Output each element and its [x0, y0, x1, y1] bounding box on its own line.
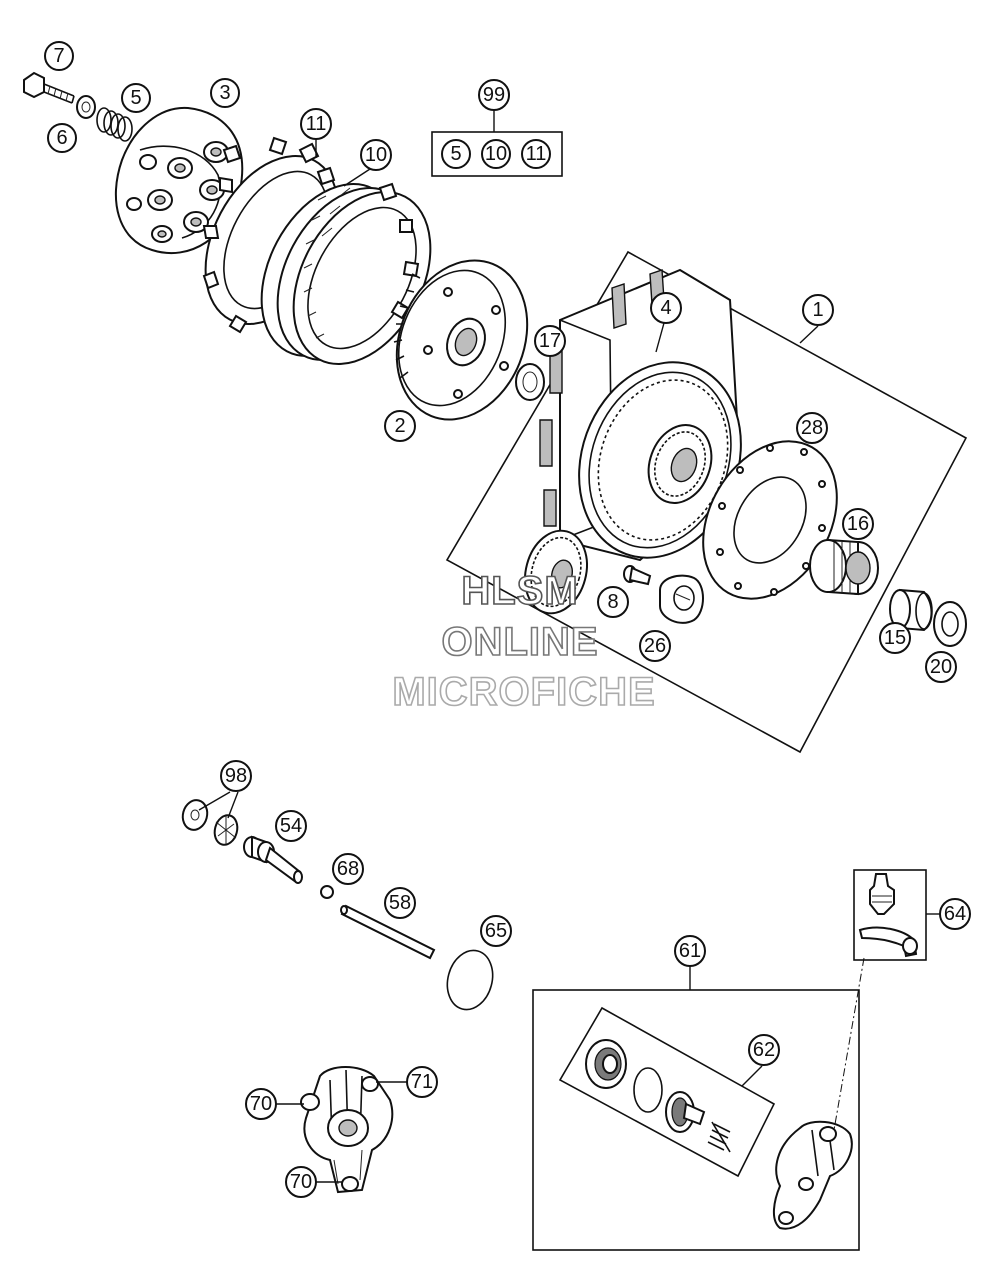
callout-15: 15: [879, 622, 911, 654]
part-slave-cylinder-body: [773, 1120, 853, 1230]
callout-10: 10: [343, 139, 392, 187]
svg-text:1: 1: [812, 299, 823, 321]
watermark: HLSM ONLINE MICROFICHE: [392, 568, 656, 715]
watermark-line-3: MICROFICHE: [392, 670, 655, 714]
callout-5: 5: [121, 83, 151, 113]
part-disc-28: [702, 440, 838, 600]
svg-text:26: 26: [644, 635, 666, 657]
callout-17: 17: [534, 325, 566, 357]
callout-68: 68: [332, 853, 364, 885]
svg-text:65: 65: [485, 920, 507, 942]
svg-text:68: 68: [337, 858, 359, 880]
part-spacer-26: [659, 574, 704, 624]
svg-text:5: 5: [130, 87, 141, 109]
part-bushing-15: [889, 588, 933, 632]
svg-text:20: 20: [930, 656, 952, 678]
assembly-box-64: [833, 869, 940, 1131]
callout-20: 20: [925, 651, 957, 683]
callout-3: 3: [210, 78, 240, 108]
svg-text:99: 99: [483, 84, 505, 106]
svg-text:3: 3: [219, 82, 230, 104]
callout-71: 71: [406, 1066, 438, 1098]
part-piston-seal-62: [585, 1039, 731, 1153]
svg-text:10: 10: [485, 143, 507, 165]
svg-text:98: 98: [225, 765, 247, 787]
callout-kit-5: 5: [441, 139, 471, 169]
svg-text:28: 28: [801, 417, 823, 439]
svg-text:11: 11: [526, 143, 547, 165]
callout-8: 8: [597, 586, 629, 618]
svg-text:4: 4: [660, 297, 671, 319]
svg-text:62: 62: [753, 1039, 775, 1061]
watermark-line-2: ONLINE: [441, 620, 598, 664]
callout-54: 54: [275, 810, 307, 842]
svg-text:5: 5: [450, 143, 461, 165]
callout-11: 11: [300, 108, 332, 158]
callout-99: 99: [478, 79, 510, 111]
part-pin-8: [623, 565, 652, 586]
svg-text:10: 10: [365, 144, 387, 166]
callout-kit-11: 11: [521, 139, 551, 169]
part-inner-hub-2: [393, 259, 529, 421]
callout-62: 62: [748, 1034, 780, 1066]
callout-26: 26: [639, 630, 671, 662]
part-bearing-16: [809, 538, 879, 596]
part-slave-cylinder-cover: [276, 1066, 407, 1194]
callout-1: 1: [802, 294, 834, 326]
callout-2: 2: [384, 410, 416, 442]
svg-text:7: 7: [53, 45, 64, 67]
svg-text:16: 16: [847, 513, 869, 535]
callout-61: 61: [674, 935, 706, 967]
part-oring-65: [446, 949, 494, 1011]
callout-70-upper: 70: [245, 1088, 277, 1120]
svg-text:64: 64: [944, 903, 966, 925]
svg-text:70: 70: [290, 1171, 312, 1193]
part-clutch-basket-4: [539, 268, 742, 562]
part-washer-20: [933, 601, 967, 647]
callout-65: 65: [480, 915, 512, 947]
part-disc-pack-10: [260, 182, 432, 365]
callout-6: 6: [47, 123, 77, 153]
svg-text:8: 8: [607, 591, 618, 613]
part-pushrod-58: [340, 904, 436, 960]
part-washer-17: [515, 363, 545, 401]
svg-text:71: 71: [411, 1071, 433, 1093]
callout-4: 4: [650, 292, 682, 353]
callout-58: 58: [384, 887, 416, 919]
callout-98: 98: [220, 760, 252, 792]
callout-kit-10: 10: [481, 139, 511, 169]
callout-16: 16: [842, 508, 874, 540]
svg-text:6: 6: [56, 127, 67, 149]
part-washer-6: [76, 95, 96, 119]
svg-text:58: 58: [389, 892, 411, 914]
svg-text:61: 61: [679, 940, 701, 962]
callout-64: 64: [939, 898, 971, 930]
kit-box-99: [431, 110, 563, 177]
part-bolt-7: [23, 71, 75, 104]
assembly-box-61: [532, 966, 860, 1251]
watermark-line-1: HLSM: [461, 569, 578, 613]
svg-text:54: 54: [280, 815, 302, 837]
assembly-box-1: [445, 250, 968, 754]
svg-text:70: 70: [250, 1093, 272, 1115]
svg-text:11: 11: [306, 113, 327, 135]
callout-7: 7: [44, 41, 74, 71]
callout-70-lower: 70: [285, 1166, 317, 1198]
callout-28: 28: [796, 412, 828, 444]
svg-text:2: 2: [394, 415, 405, 437]
svg-text:17: 17: [539, 330, 561, 352]
part-ball-68: [320, 885, 334, 899]
part-spring-5: [96, 107, 133, 142]
part-primary-gear: [524, 529, 588, 615]
part-pushrod-piece-54: [243, 835, 303, 884]
part-washer-98: [181, 791, 239, 846]
svg-text:15: 15: [884, 627, 906, 649]
